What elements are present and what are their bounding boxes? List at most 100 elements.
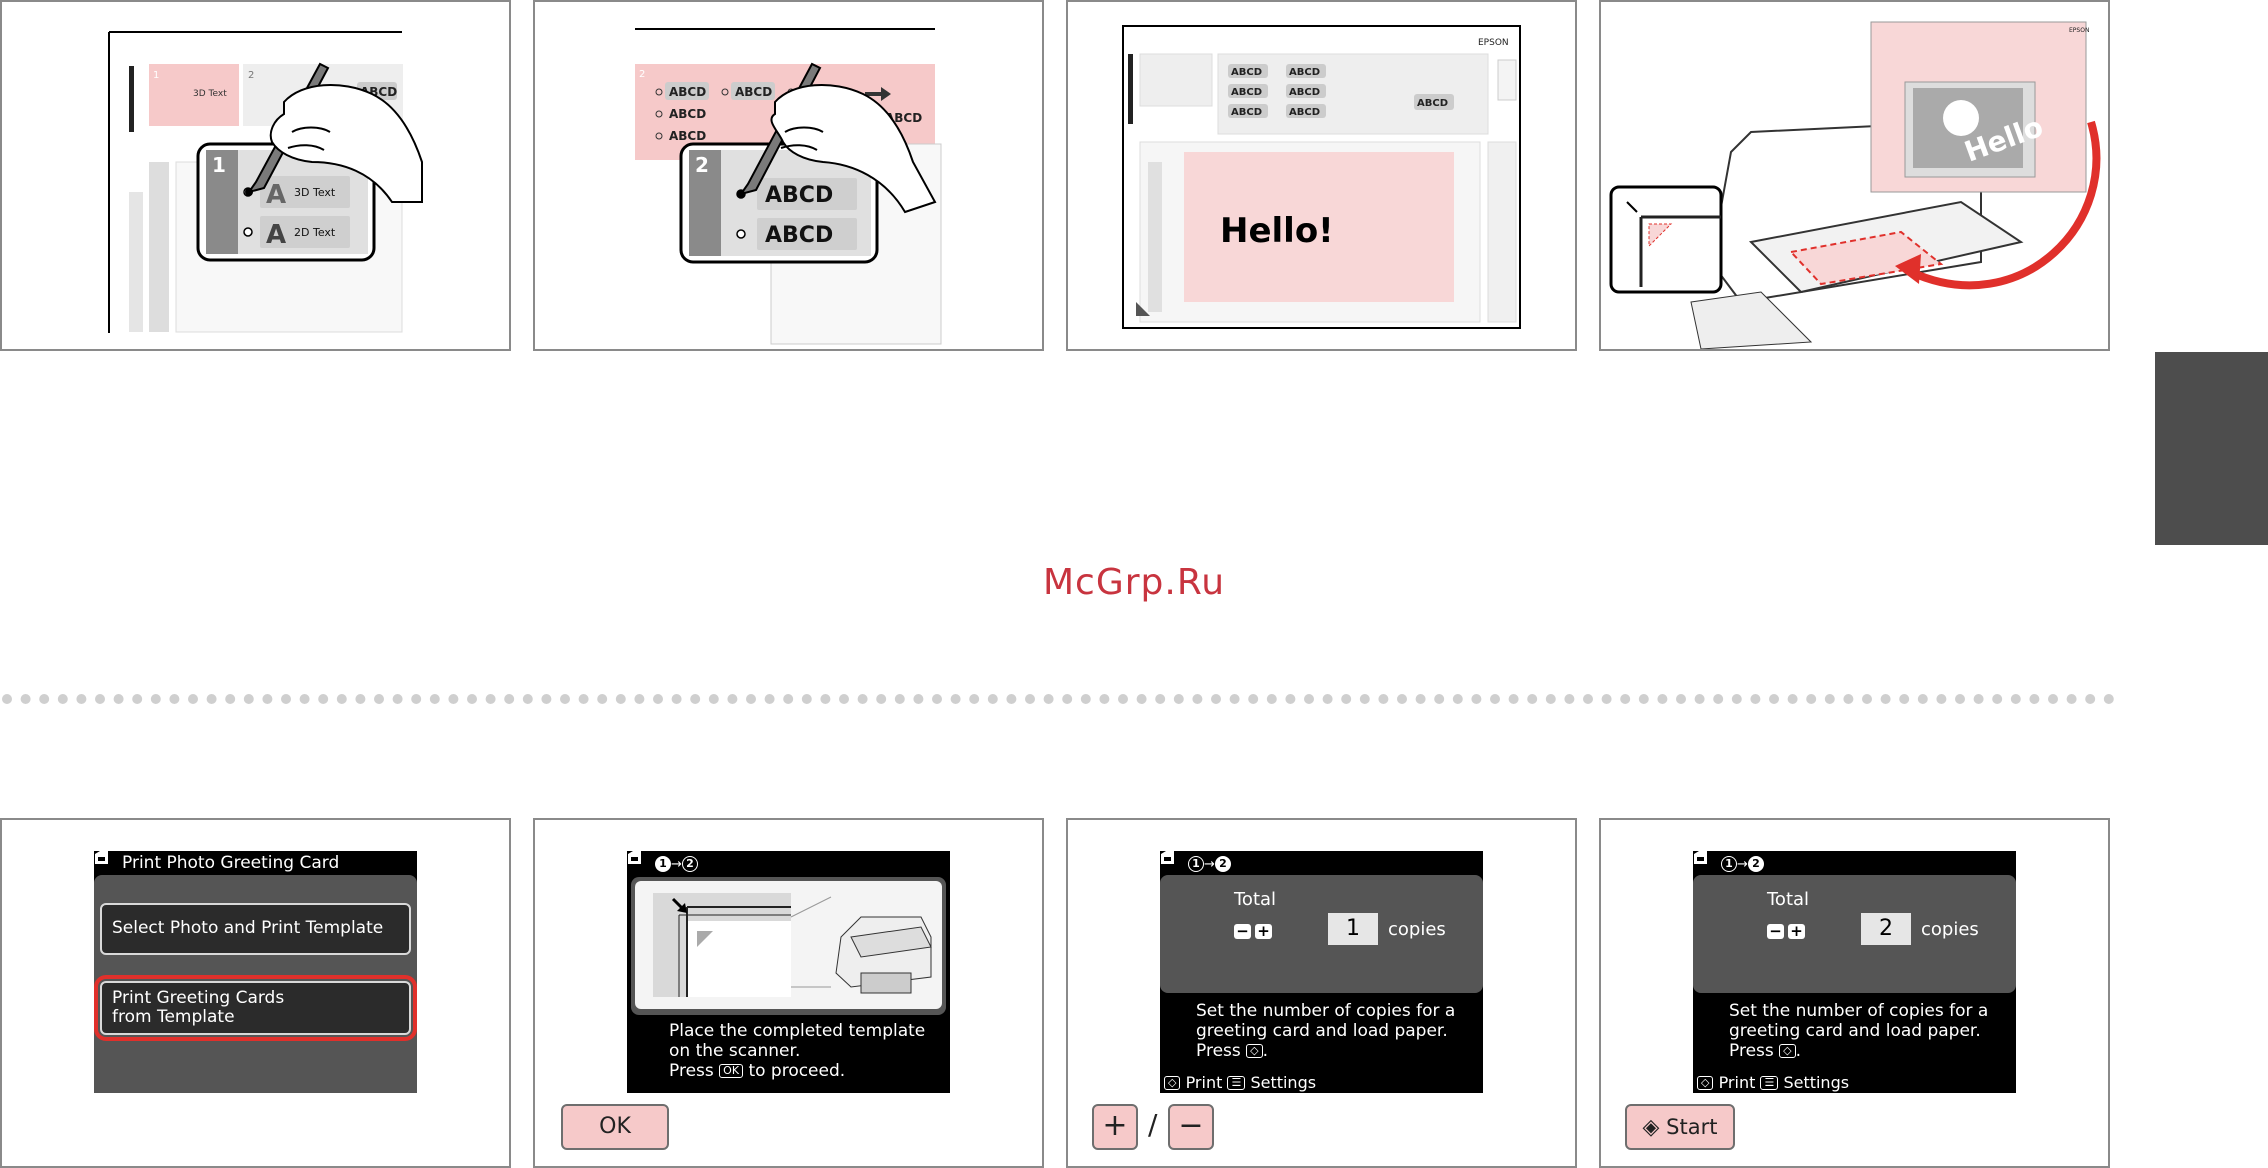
divider-dot xyxy=(281,694,291,704)
minus-glyph: − xyxy=(1234,924,1251,939)
divider-dot xyxy=(1769,694,1779,704)
divider-dot xyxy=(950,694,961,704)
menu-key-glyph: ☰ xyxy=(1760,1076,1779,1090)
divider-dot xyxy=(2103,694,2114,704)
section-divider xyxy=(2,694,2114,704)
divider-dot xyxy=(1434,694,1445,704)
divider-dot xyxy=(1025,694,1035,704)
divider-dot xyxy=(541,694,552,704)
divider-dot xyxy=(188,694,198,704)
svg-text:2: 2 xyxy=(248,70,254,81)
option-3d-text: 3D Text xyxy=(294,186,336,199)
divider-dot xyxy=(206,694,217,704)
copies-value[interactable]: 2 xyxy=(1861,913,1911,945)
divider-dot xyxy=(113,694,124,704)
plus-minus-glyphs: −+ xyxy=(1234,921,1276,940)
divider-dot xyxy=(1415,694,1426,704)
divider-dot xyxy=(1211,694,1221,704)
step-panel-menu: Print Photo Greeting Card Select Photo a… xyxy=(0,818,511,1168)
lcd-menu-body: Select Photo and Print Template Print Gr… xyxy=(94,875,417,1093)
step-to-indicator: 2 xyxy=(681,856,698,872)
divider-dot xyxy=(485,694,496,704)
plus-button[interactable]: + xyxy=(1092,1104,1138,1150)
divider-dot xyxy=(1899,694,1910,704)
divider-dot xyxy=(1545,694,1556,704)
divider-dot xyxy=(1917,694,1928,704)
divider-dot xyxy=(1601,694,1612,704)
start-button[interactable]: ◈ Start xyxy=(1625,1104,1735,1150)
svg-text:2: 2 xyxy=(639,69,645,80)
divider-dot xyxy=(1062,694,1073,704)
divider-dot xyxy=(1359,694,1370,704)
lcd-title: 1→2 xyxy=(1160,851,1483,875)
illustration-panel-completed-template: EPSON ABCD ABCD ABCD ABCD ABCD ABCD ABCD… xyxy=(1066,0,1577,351)
divider-dot xyxy=(1508,694,1519,704)
divider-dot xyxy=(39,694,50,704)
divider-dot xyxy=(1973,694,1984,704)
lcd-title: 1→2 xyxy=(627,851,950,875)
divider-dot xyxy=(448,694,459,704)
divider-dot xyxy=(913,694,924,704)
divider-dot xyxy=(987,694,998,704)
footer-print-label: Print xyxy=(1185,1073,1223,1092)
placement-diagram-frame xyxy=(631,877,946,1015)
minus-button[interactable]: − xyxy=(1168,1104,1214,1150)
illustration-panel-select-font: 2 ABCD ABCD ABCD ABCD ABCD ABCD 2 ABCD A… xyxy=(533,0,1044,351)
lcd-screen-place-template: 1→2 Place the completed t xyxy=(627,851,950,1093)
divider-dot xyxy=(262,694,273,704)
start-key-glyph: ◇ xyxy=(1246,1044,1263,1058)
divider-dot xyxy=(132,694,143,704)
divider-dot xyxy=(932,694,942,704)
divider-dot xyxy=(57,694,68,704)
divider-dot xyxy=(578,694,589,704)
svg-text:ABCD: ABCD xyxy=(1289,107,1320,118)
template-marking-illustration: 1 2 3D Text ABCD 1 A A 3D Text 2D Text xyxy=(108,31,423,333)
divider-dot xyxy=(1229,694,1240,704)
template-card-text: Hello! xyxy=(1220,211,1334,251)
svg-text:A: A xyxy=(266,180,286,210)
divider-dot xyxy=(1806,694,1817,704)
divider-dot xyxy=(76,694,87,704)
divider-dot xyxy=(839,694,849,704)
lcd-message-line-3: Press ◇. xyxy=(1196,1041,1269,1061)
divider-dot xyxy=(336,694,347,704)
divider-dot xyxy=(1099,694,1110,704)
menu-item-print-from-template[interactable]: Print Greeting Cards from Template xyxy=(94,975,417,1041)
svg-text:A: A xyxy=(266,220,286,250)
divider-dot xyxy=(690,694,701,704)
divider-dot xyxy=(1862,694,1872,704)
copies-label: copies xyxy=(1921,919,1979,940)
minus-glyph: − xyxy=(1767,924,1784,939)
menu-item-select-photo[interactable]: Select Photo and Print Template xyxy=(100,903,411,955)
svg-text:ABCD: ABCD xyxy=(1417,98,1448,109)
start-key-glyph: ◇ xyxy=(1779,1044,1796,1058)
divider-dot xyxy=(2085,694,2096,704)
step-panel-set-copies: 1→2 Total −+ 1 copies Set the number of … xyxy=(1066,818,1577,1168)
divider-dot xyxy=(1304,694,1314,704)
lcd-message: Set the number of copies for a greeting … xyxy=(1729,1001,2016,1061)
divider-dot xyxy=(522,694,533,704)
lcd-screen-copies-2: 1→2 Total −+ 2 copies Set the number of … xyxy=(1693,851,2016,1093)
template-font-marking-illustration: 2 ABCD ABCD ABCD ABCD ABCD ABCD 2 ABCD A… xyxy=(635,28,942,345)
font-sample-2: ABCD xyxy=(765,223,833,248)
divider-dot xyxy=(653,694,663,704)
divider-dot xyxy=(615,694,626,704)
copies-value[interactable]: 1 xyxy=(1328,913,1378,945)
divider-dot xyxy=(374,694,384,704)
divider-dot xyxy=(1118,694,1128,704)
watermark: McGrp.Ru xyxy=(1042,562,1226,603)
lcd-message-line-3: Press OK to proceed. xyxy=(669,1061,846,1081)
divider-dot xyxy=(1657,694,1668,704)
divider-dot xyxy=(429,694,440,704)
copies-label: copies xyxy=(1388,919,1446,940)
divider-dot xyxy=(1173,694,1184,704)
ok-key-glyph: OK xyxy=(719,1064,744,1078)
divider-dot xyxy=(857,694,868,704)
illustration-panel-scanner-placement: EPSON Hello xyxy=(1599,0,2110,351)
divider-dot xyxy=(783,694,794,704)
divider-dot xyxy=(20,694,31,704)
divider-dot xyxy=(150,694,161,704)
divider-dot xyxy=(1824,694,1835,704)
ok-button[interactable]: OK xyxy=(561,1104,669,1150)
placement-diagram xyxy=(635,881,942,1009)
